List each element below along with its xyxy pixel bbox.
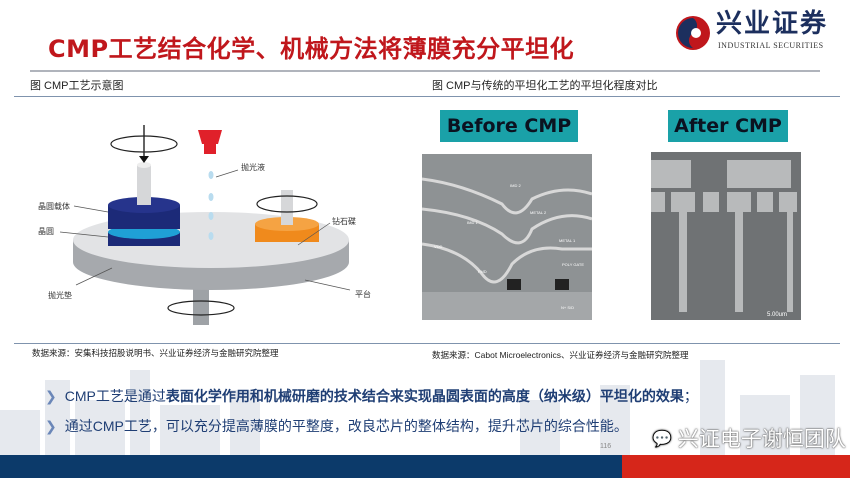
- logo-text-en: INDUSTRIAL SECURITIES: [718, 41, 824, 50]
- sem-label: POLY GATE: [562, 262, 584, 267]
- right-figure-caption: 图 CMP与传统的平坦化工艺的平坦化程度对比: [432, 80, 658, 92]
- figure-divider: [14, 343, 840, 344]
- watermark: 💬 兴证电子谢恒团队: [652, 428, 846, 452]
- logo-mark-icon: [676, 16, 710, 50]
- logo-text-cn: 兴业证券: [716, 9, 829, 39]
- sem-label: IMD 1: [467, 220, 478, 225]
- bullet-1: ❯ CMP工艺是通过表面化学作用和机械研磨的技术结合来实现晶圆表面的高度（纳米级…: [45, 387, 698, 405]
- city-skyline-background: [0, 360, 835, 455]
- before-cmp-sem-image: IMD 2 METAL 2 IMD 1 METAL 1 VDD FMD POLY…: [422, 154, 592, 320]
- chevron-right-icon: ❯: [45, 388, 57, 404]
- footer-bar-blue: [0, 455, 622, 478]
- label-carrier: 晶圆载体: [38, 201, 70, 211]
- left-figure-caption: 图 CMP工艺示意图: [30, 80, 124, 92]
- sem-label: IMD 2: [510, 183, 521, 188]
- scale-bar-label: 5.00um: [767, 312, 787, 318]
- title-divider: [30, 70, 820, 72]
- page-title: CMP工艺结合化学、机械方法将薄膜充分平坦化: [48, 35, 575, 63]
- sem-label: FMD: [478, 269, 487, 274]
- bullet-2: ❯ 通过CMP工艺，可以充分提高薄膜的平整度，改良芯片的整体结构，提升芯片的综合…: [45, 417, 628, 435]
- company-logo: 兴业证券 INDUSTRIAL SECURITIES: [672, 9, 847, 52]
- sem-label: METAL 1: [559, 238, 576, 243]
- bullet-1-text: CMP工艺是通过: [64, 388, 166, 404]
- label-pad: 抛光垫: [48, 290, 72, 300]
- after-cmp-badge: After CMP: [668, 110, 788, 142]
- bullet-1-bold: 表面化学作用和机械研磨的技术结合来实现晶圆表面的高度（纳米级）平坦化的效果: [165, 388, 684, 404]
- sem-label: METAL 2: [530, 210, 547, 215]
- rotation-arrow-icon: [110, 135, 178, 153]
- page-number: 116: [600, 443, 612, 450]
- footer-bar-red: [622, 455, 850, 478]
- slurry-dispenser: [198, 130, 222, 144]
- cmp-process-diagram: 晶圆载体 晶圆 抛光液 钻石碟 抛光垫 平台: [38, 125, 371, 325]
- label-diamond-disk: 钻石碟: [332, 216, 356, 226]
- label-platen: 平台: [355, 289, 371, 299]
- watermark-text: 兴证电子谢恒团队: [677, 428, 846, 451]
- wechat-icon: 💬: [652, 431, 672, 448]
- rotation-arrow-icon: [167, 300, 235, 316]
- caption-divider: [14, 96, 840, 97]
- label-slurry: 抛光液: [241, 162, 265, 172]
- sem-label: VDD: [434, 244, 443, 249]
- after-cmp-sem-image: 5.00um: [651, 152, 801, 320]
- chevron-right-icon: ❯: [45, 418, 57, 434]
- right-figure-source: 数据来源：Cabot Microelectronics、兴业证券经济与金融研究院…: [432, 350, 689, 360]
- bullet-2-text: 通过CMP工艺，可以充分提高薄膜的平整度，改良芯片的整体结构，提升芯片的综合性能…: [64, 418, 628, 434]
- rotation-arrow-icon: [256, 195, 318, 213]
- left-figure-source: 数据来源：安集科技招股说明书、兴业证券经济与金融研究院整理: [32, 348, 279, 358]
- sem-label: N+ S/D: [561, 305, 574, 310]
- label-wafer: 晶圆: [38, 227, 54, 236]
- bullet-1-end: ；: [683, 388, 698, 404]
- before-cmp-badge: Before CMP: [440, 110, 578, 142]
